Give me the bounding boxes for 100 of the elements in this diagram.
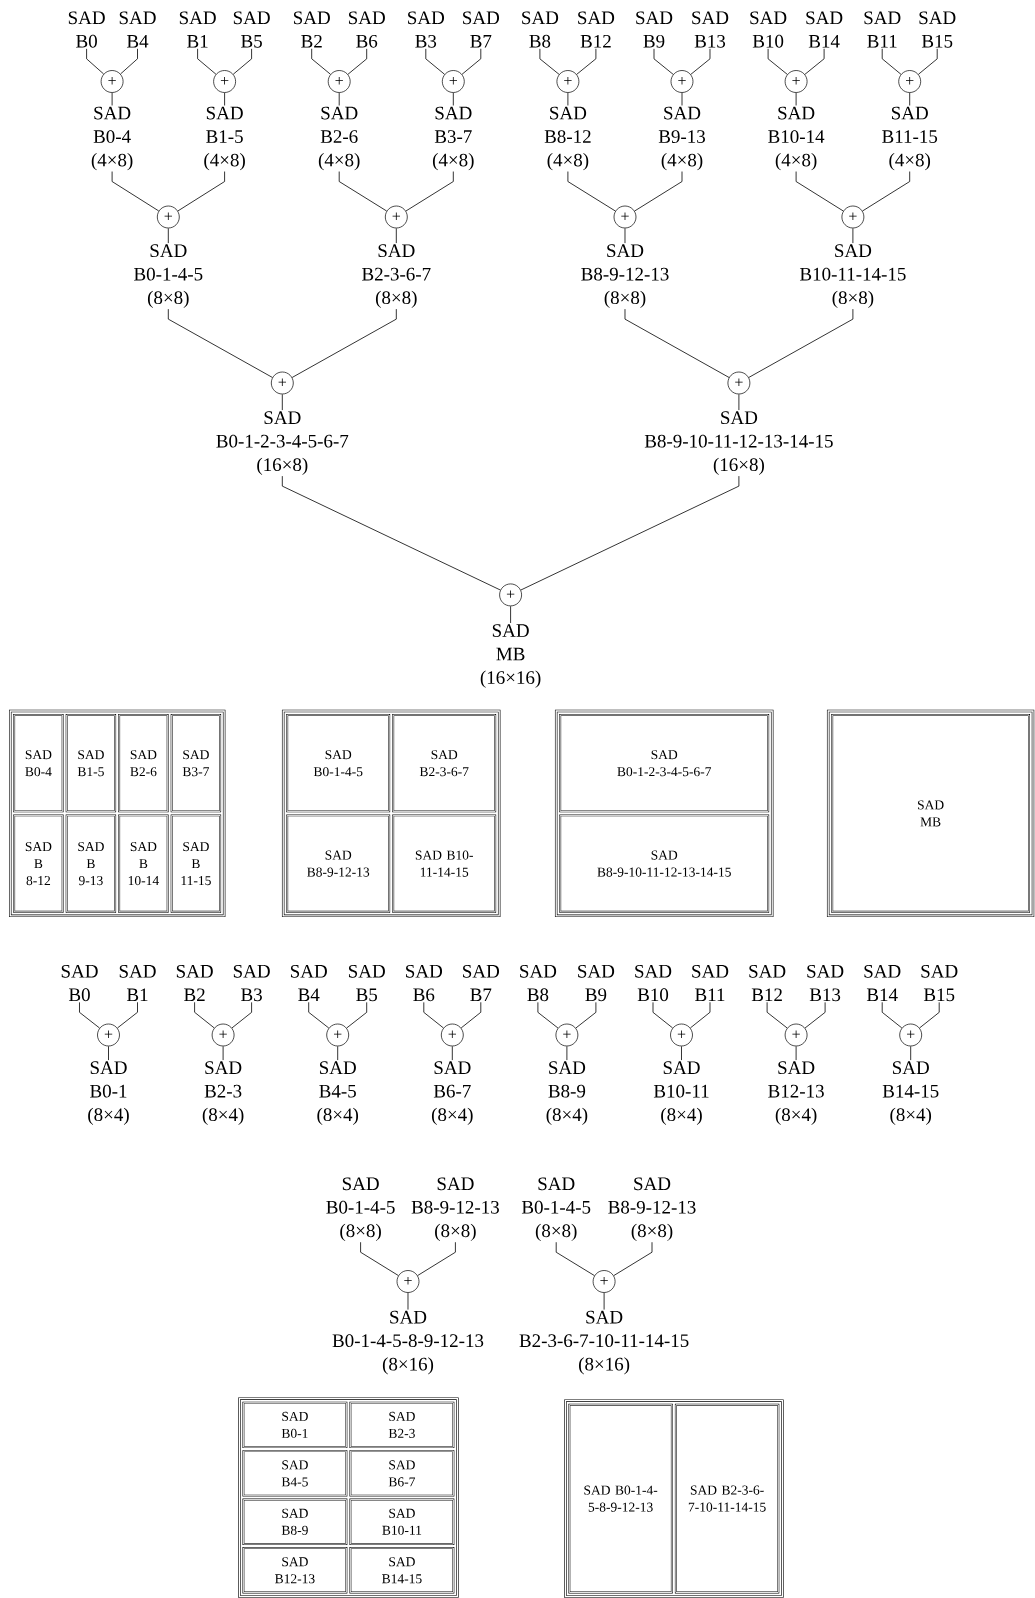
sad-label: SAD B1-5 (4×8): [204, 106, 245, 171]
sad-label: SAD B12-13 (8×4): [768, 1061, 824, 1125]
table-cell: SAD B 10-14: [118, 814, 169, 913]
table-cell: SAD B8-9-10-11-12-13-14-15: [559, 814, 770, 913]
sad-label: SAD B15: [919, 11, 956, 48]
table-cell: SAD B2-3-6-7: [392, 714, 497, 813]
sad-label: SAD B0-1 (8×4): [88, 1061, 129, 1125]
sad-label: SAD B2-3 (8×4): [202, 1061, 244, 1125]
connector-line: [291, 308, 397, 378]
connector-line: [117, 1001, 138, 1029]
connector-line: [347, 48, 368, 75]
connector-line: [909, 92, 911, 106]
sad-label: SAD B14: [864, 964, 901, 1002]
connector-line: [510, 605, 511, 624]
connector-line: [461, 48, 482, 75]
connector-line: [804, 48, 825, 75]
connector-line: [567, 92, 569, 106]
sad-label: SAD B8-12 (4×8): [544, 106, 591, 171]
connector-line: [194, 1001, 215, 1029]
sad-label: SAD B0: [68, 11, 105, 48]
connector-line: [338, 171, 388, 212]
table-cell: SAD B0-1-2-3-4-5-6-7: [559, 714, 770, 813]
connector-line: [338, 92, 340, 106]
sad-label: SAD B8: [522, 11, 559, 48]
table-cell: SAD B10-11-14-15: [392, 814, 497, 913]
connector-line: [603, 1292, 605, 1310]
connector-line: [653, 48, 674, 75]
connector-line: [767, 48, 788, 75]
connector-line: [613, 1241, 653, 1276]
table-cell: SAD B 8-12: [13, 814, 64, 913]
table-cell: SAD B 9-13: [65, 814, 117, 913]
connector-line: [167, 227, 169, 244]
connector-line: [852, 227, 854, 244]
sad-label: SAD B0-4 (4×8): [91, 106, 133, 171]
connector-line: [232, 48, 252, 75]
connector-line: [567, 171, 616, 212]
connector-line: [177, 171, 225, 212]
sad-label: SAD B4: [290, 964, 327, 1002]
sad-label: SAD B1: [119, 964, 156, 1002]
sad-label: SAD B14-15 (8×4): [882, 1061, 939, 1125]
connector-line: [795, 171, 844, 212]
connector-line: [795, 1045, 797, 1061]
sad-label: SAD B8-9-12-13 (8×8): [581, 244, 669, 308]
connector-line: [795, 92, 797, 106]
sad-label: SAD B10-11 (8×4): [653, 1061, 709, 1125]
sad-label: SAD B9-13 (4×8): [658, 106, 705, 171]
table-cell: SAD B6-7: [349, 1450, 455, 1497]
table-cell: SAD B2-3: [349, 1401, 455, 1449]
sad-label: SAD B7: [463, 964, 500, 1002]
sad-label: SAD B0-1-4-5 (8×8): [521, 1177, 591, 1241]
connector-line: [281, 475, 501, 591]
table-cell: SAD B0-1-4-5-8-9-12-13: [568, 1403, 673, 1594]
sad-label: SAD B0-1-4-5-8-9-12-13 (8×16): [332, 1310, 484, 1375]
connector-line: [748, 308, 854, 378]
connector-line: [881, 1001, 903, 1029]
sad-label: SAD B10-11-14-15 (8×8): [799, 244, 906, 308]
sad-label: SAD B6: [406, 964, 443, 1002]
connector-line: [451, 1045, 453, 1061]
connector-line: [681, 92, 683, 106]
table-cell: SAD B2-6: [118, 714, 169, 813]
sad-label: SAD B2-3-6-7 (8×8): [362, 244, 431, 308]
table-cell: SAD B2-3-6-7-10-11-14-15: [674, 1403, 780, 1594]
sad-label: SAD B11-15 (4×8): [882, 106, 938, 171]
connector-line: [425, 48, 445, 75]
connector-line: [111, 92, 113, 106]
connector-line: [360, 1241, 399, 1276]
sad-label: SAD B2: [176, 964, 213, 1002]
connector-line: [231, 1001, 252, 1029]
sad-label: SAD MB (16×16): [480, 624, 541, 688]
connector-line: [405, 171, 454, 212]
connector-line: [624, 308, 730, 378]
sad-label: SAD B4-5 (8×4): [317, 1061, 359, 1125]
connector-line: [575, 1001, 597, 1029]
sad-label: SAD B11: [692, 964, 729, 1002]
sad-label: SAD B0-1-4-5 (8×8): [326, 1177, 395, 1241]
connector-line: [222, 1045, 224, 1061]
connector-line: [766, 1001, 788, 1029]
sad-label: SAD B2: [293, 11, 330, 48]
connector-line: [918, 48, 938, 75]
sad-label: SAD B15: [921, 964, 958, 1002]
sad-label: SAD B10: [750, 11, 787, 48]
sad-label: SAD B11: [864, 11, 901, 48]
sad-label: SAD B5: [348, 964, 385, 1002]
connector-line: [537, 1001, 559, 1029]
connector-line: [423, 1001, 444, 1029]
connector-line: [111, 171, 160, 212]
connector-line: [452, 92, 454, 106]
connector-line: [79, 1001, 100, 1029]
sad-label: SAD B14: [806, 11, 843, 48]
connector-line: [308, 1001, 330, 1029]
connector-line: [634, 171, 683, 212]
connector-line: [197, 48, 217, 75]
sad-label: SAD B13: [807, 964, 844, 1002]
sad-label: SAD B0-1-4-5 (8×8): [134, 244, 203, 308]
table-cell: SAD B0-4: [13, 714, 64, 813]
table-cell: SAD B0-1: [242, 1401, 348, 1449]
connector-line: [337, 1045, 339, 1061]
sad-label: SAD B3: [233, 964, 270, 1002]
sad-label: SAD B8: [520, 964, 557, 1002]
sad-label: SAD B2-3-6-7-10-11-14-15 (8×16): [519, 1310, 689, 1375]
